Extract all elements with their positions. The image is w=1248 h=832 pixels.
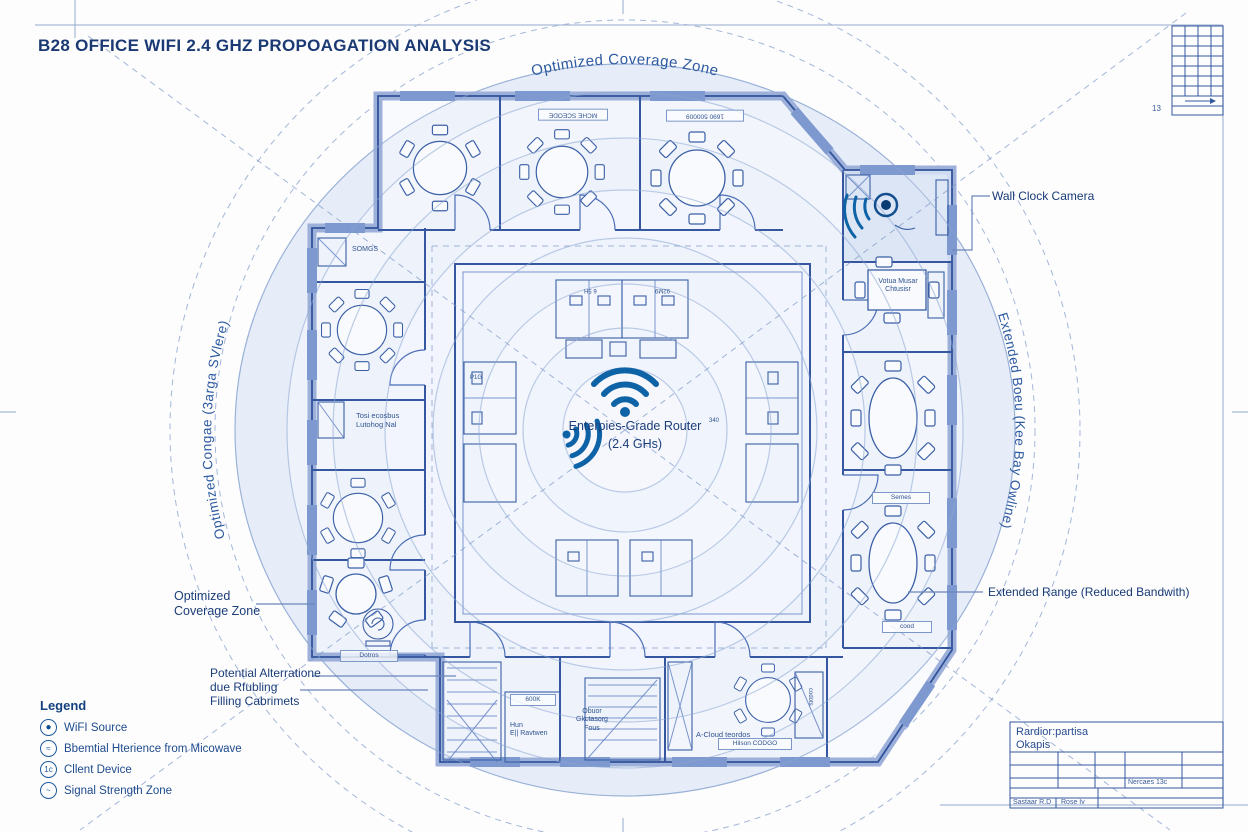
desk-tag-1: 6 5H: [584, 287, 597, 294]
furniture: [317, 125, 949, 763]
title-block-footer-left: Sastaar R.D: [1013, 799, 1052, 806]
room-label-meeting-c: 1690 500009: [666, 110, 744, 122]
room-label-votua: Votua Musar Chtusisr: [872, 278, 924, 295]
optimized-coverage-line1: Optimized: [174, 589, 231, 603]
title-block-line1: Rardior:partisa: [1016, 726, 1089, 738]
microwave-icon: [362, 608, 394, 647]
desk-tag-3: P1G: [470, 375, 483, 381]
page-title: B28 OFFICE WIFI 2.4 GHZ PROPOAGATION ANA…: [38, 36, 492, 55]
floor-plan-walls: [307, 91, 957, 767]
room-label-cood: cood: [882, 621, 932, 633]
camera-icon: [843, 192, 916, 239]
signal-zone-icon: ~: [40, 782, 57, 799]
microwave-interference-icon: ≈: [40, 740, 57, 757]
room-label-tosi: Tosi ecosbus Lutohog Nal: [356, 411, 400, 430]
legend-heading: Legend: [40, 698, 87, 713]
optimized-coverage-line2: Coverage Zone: [174, 603, 261, 618]
legend-label: Cllent Device: [64, 763, 132, 776]
title-block: [1009, 721, 1224, 809]
room-label-hilson: Hilson CODGO: [718, 738, 792, 750]
room-label-semes: Semes: [872, 492, 930, 504]
legend-item-client-device: 1c Cllent Device: [40, 761, 242, 778]
wifi-source-icon: ●: [40, 719, 57, 736]
room-label-somgs: SOMGS: [352, 246, 379, 253]
obuor-line2: Gkctasorg: [576, 716, 608, 724]
votua-line2: Chtusisr: [885, 286, 911, 294]
tosi-line2: Lutohog Nal: [356, 419, 397, 429]
tosi-line1: Tosi ecosbus: [356, 411, 400, 420]
room-label-hun: Hun E|| Ravtwen: [510, 722, 548, 739]
desk-cluster: [463, 279, 799, 597]
desk-tag-2: 92M9: [655, 287, 671, 294]
revision-grid: [1171, 25, 1224, 116]
votua-line1: Votua Musar: [878, 278, 918, 285]
room-label-meeting-b: MCHE SCEODE: [538, 109, 608, 121]
room-label-600k: 600K: [510, 694, 556, 706]
sheet-number: 13: [1152, 104, 1161, 113]
potential-interference-callout: Potential Alterratione due Rfubling Fill…: [210, 666, 321, 708]
room-label-obuor: Obuor Gkctasorg Fous: [560, 708, 624, 733]
client-device-icon: 1c: [40, 761, 57, 778]
signal-source-icon: [562, 418, 603, 469]
wifi-router-icon: [591, 367, 659, 417]
wall-clock-camera-label: Wall Clock Camera: [992, 189, 1095, 203]
obuor-line3: Fous: [584, 724, 600, 732]
router-band-label: (2.4 GHs): [607, 437, 663, 451]
callout-lines: [256, 195, 990, 691]
room-label-dotros: Dotros: [340, 650, 398, 662]
wall-windows: [307, 91, 957, 767]
hun-line1: Hun: [510, 722, 523, 729]
filing-cabinets: [317, 174, 949, 763]
legend-item-signal-zone: ~ Signal Strength Zone: [40, 782, 242, 799]
cabinet-side-label: codots: [807, 688, 814, 706]
legend-label: Signal Strength Zone: [64, 784, 173, 797]
title-block-footer-right: Rose Iv: [1061, 799, 1085, 806]
legend-item-interference: ≈ Bbemtial Hterience from Micowave: [40, 740, 242, 757]
legend-label: WiFI Source: [64, 721, 128, 734]
potential-line3: Filling Cabrimets: [210, 694, 300, 709]
potential-line1: Potential Alterratione: [210, 666, 321, 680]
potential-line2: due Rfubling: [210, 680, 278, 695]
obuor-line1: Obuor: [582, 708, 602, 715]
desk-tag-4: 340: [709, 418, 720, 424]
extended-range-label: Extended Range (Reduced Bandwith): [988, 585, 1190, 599]
title-block-cell: Nercaes 13c: [1128, 779, 1168, 786]
title-block-line2: Okapis: [1016, 739, 1051, 751]
optimized-coverage-callout: Optimized Coverage Zone: [174, 589, 260, 619]
room-label-acloud: A-Cloud teordos: [696, 730, 751, 739]
router-name-label: Enterpies-Grade Router: [568, 419, 702, 433]
legend-item-wifi-source: ● WiFI Source: [40, 719, 242, 736]
legend-label: Bbemtial Hterience from Micowave: [64, 742, 242, 755]
legend: Legend ● WiFI Source ≈ Bbemtial Hterienc…: [40, 698, 242, 803]
hun-line2: E|| Ravtwen: [510, 730, 548, 738]
signal-rings: [79, 9, 1191, 831]
